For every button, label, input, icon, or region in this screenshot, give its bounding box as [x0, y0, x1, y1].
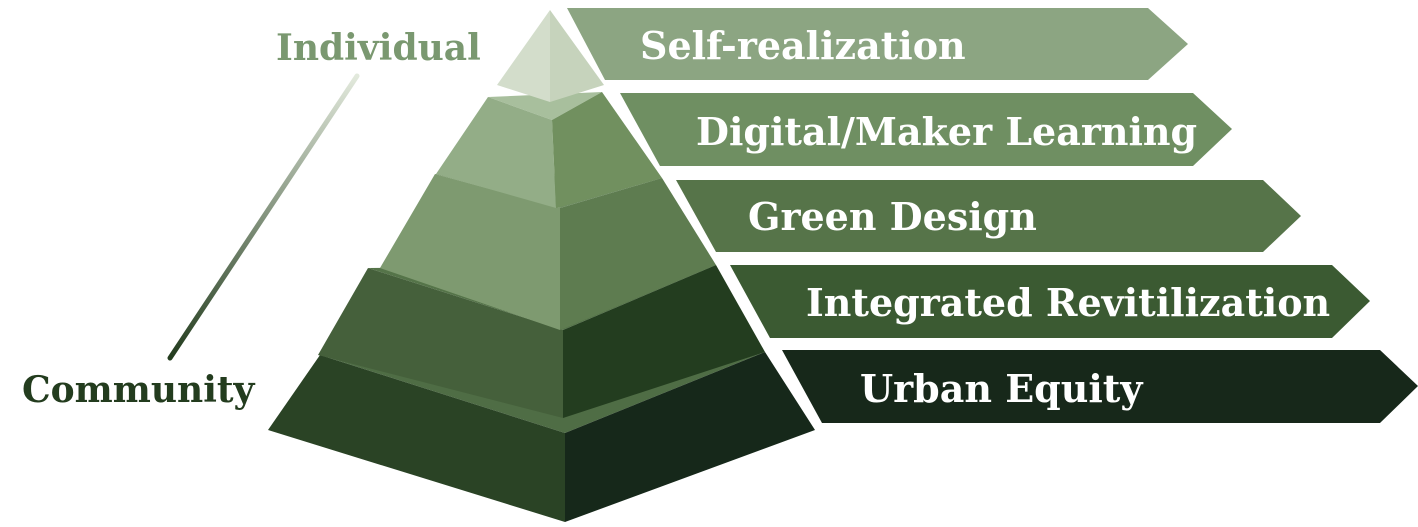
banner-green-design: Green Design [676, 180, 1301, 252]
pyramid-tier-self-realization [497, 10, 604, 102]
banner-urban-equity: Urban Equity [782, 350, 1418, 423]
banner-self-realization: Self-realization [567, 8, 1188, 80]
banner-shape [620, 93, 1232, 166]
banner-label: Urban Equity [860, 366, 1143, 411]
tier-front-left-face [318, 268, 563, 418]
community-label: Community [22, 369, 256, 411]
tier-front-right-face [552, 92, 662, 208]
banner-shape [730, 265, 1370, 338]
banner-shape [676, 180, 1301, 252]
individual-label: Individual [276, 27, 481, 69]
tier-front-right-face [560, 178, 716, 330]
banner-label: Digital/Maker Learning [696, 109, 1197, 154]
tier-front-right-face [550, 10, 604, 102]
banner-integrated-revitilization: Integrated Revitilization [730, 265, 1370, 338]
banner-shape [567, 8, 1188, 80]
tier-top-face [488, 92, 602, 120]
tier-front-left-face [436, 97, 556, 208]
banner-digital-maker-learning: Digital/Maker Learning [620, 93, 1232, 166]
banner-label: Green Design [748, 194, 1037, 239]
banner-label: Self-realization [640, 23, 966, 68]
tier-front-right-face [563, 265, 765, 418]
banner-label: Integrated Revitilization [806, 280, 1330, 325]
tier-front-left-face [380, 174, 560, 330]
pyramid-tier-digital-maker-learning [436, 92, 662, 208]
individual-community-axis-line [167, 73, 360, 361]
banner-shape [782, 350, 1418, 423]
tier-front-right-face [565, 352, 815, 522]
tier-front-left-face [268, 355, 565, 522]
tier-front-left-face [497, 10, 550, 102]
